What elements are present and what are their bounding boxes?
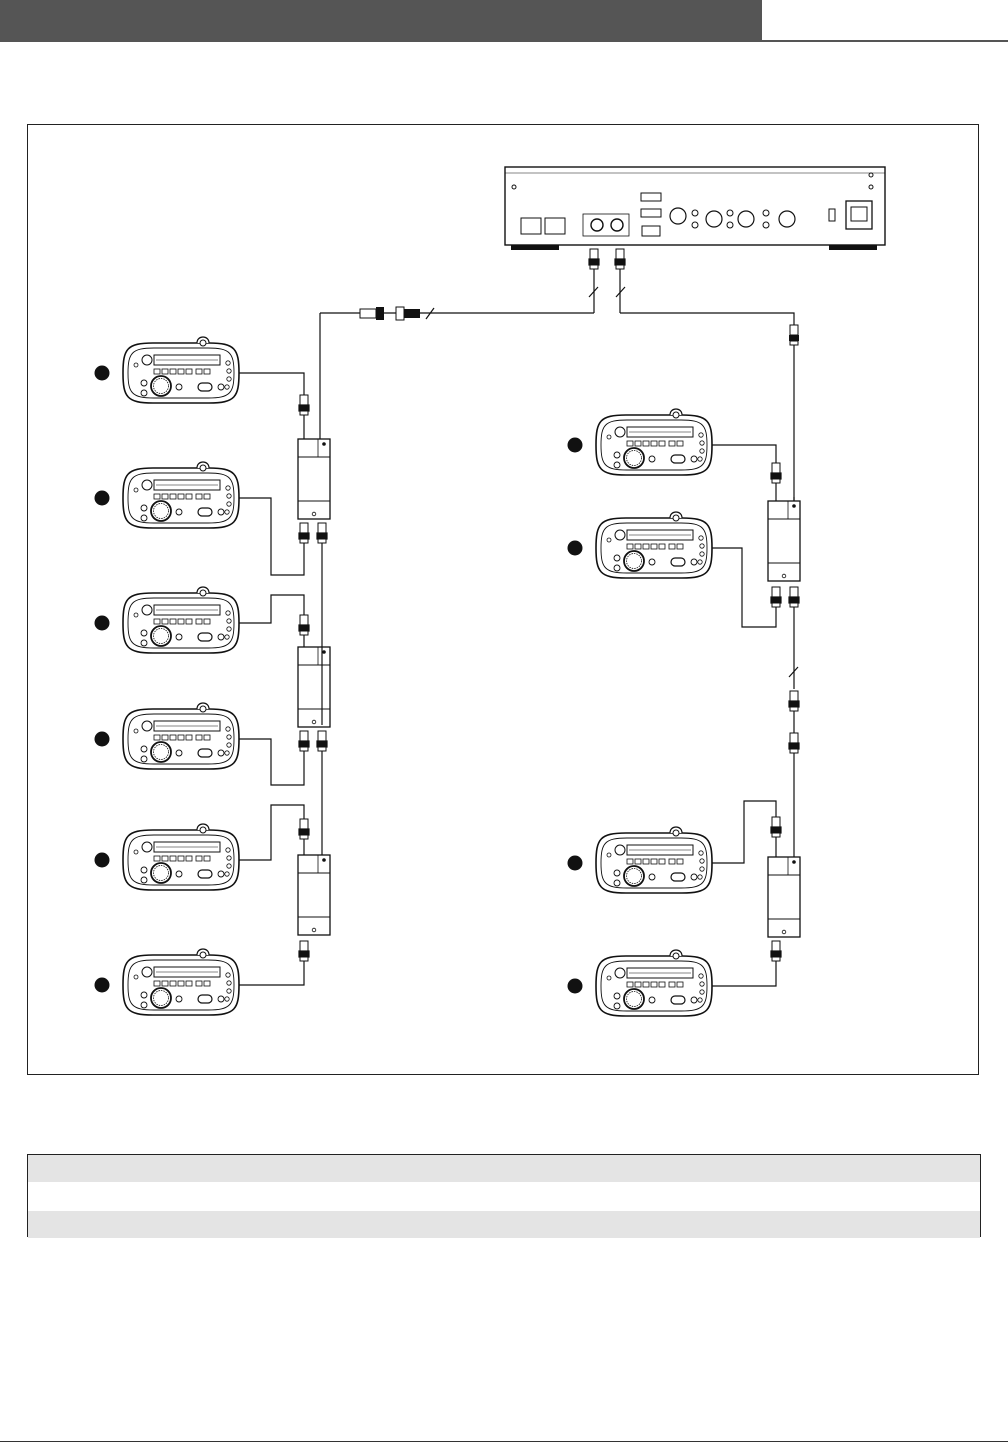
delegate-unit [123,337,239,403]
delegate-unit [596,827,712,893]
wiring-diagram-svg [28,125,980,1076]
wiring-diagram [27,124,979,1075]
delegate-unit [123,824,239,890]
delegate-unit [123,587,239,653]
delegate-unit [596,512,712,578]
right-splitters [768,501,800,937]
legend-table [27,1154,981,1237]
delegate-unit [123,949,239,1015]
right-branch-units [596,409,712,1016]
left-callouts [95,366,110,993]
footer-rule [0,1441,1008,1442]
legend-row [28,1183,980,1211]
delegate-unit [123,462,239,528]
legend-row [28,1155,980,1183]
central-unit [505,167,885,250]
right-callouts [568,438,583,994]
left-branch-units [123,337,239,1015]
trunk-cables [320,249,794,435]
page-header [0,0,1008,42]
header-label-box [762,0,1008,42]
delegate-unit [123,703,239,769]
header-section-bar [0,0,762,42]
delegate-unit [596,409,712,475]
left-splitters [298,439,330,935]
legend-row [28,1211,980,1239]
delegate-unit [596,950,712,1016]
